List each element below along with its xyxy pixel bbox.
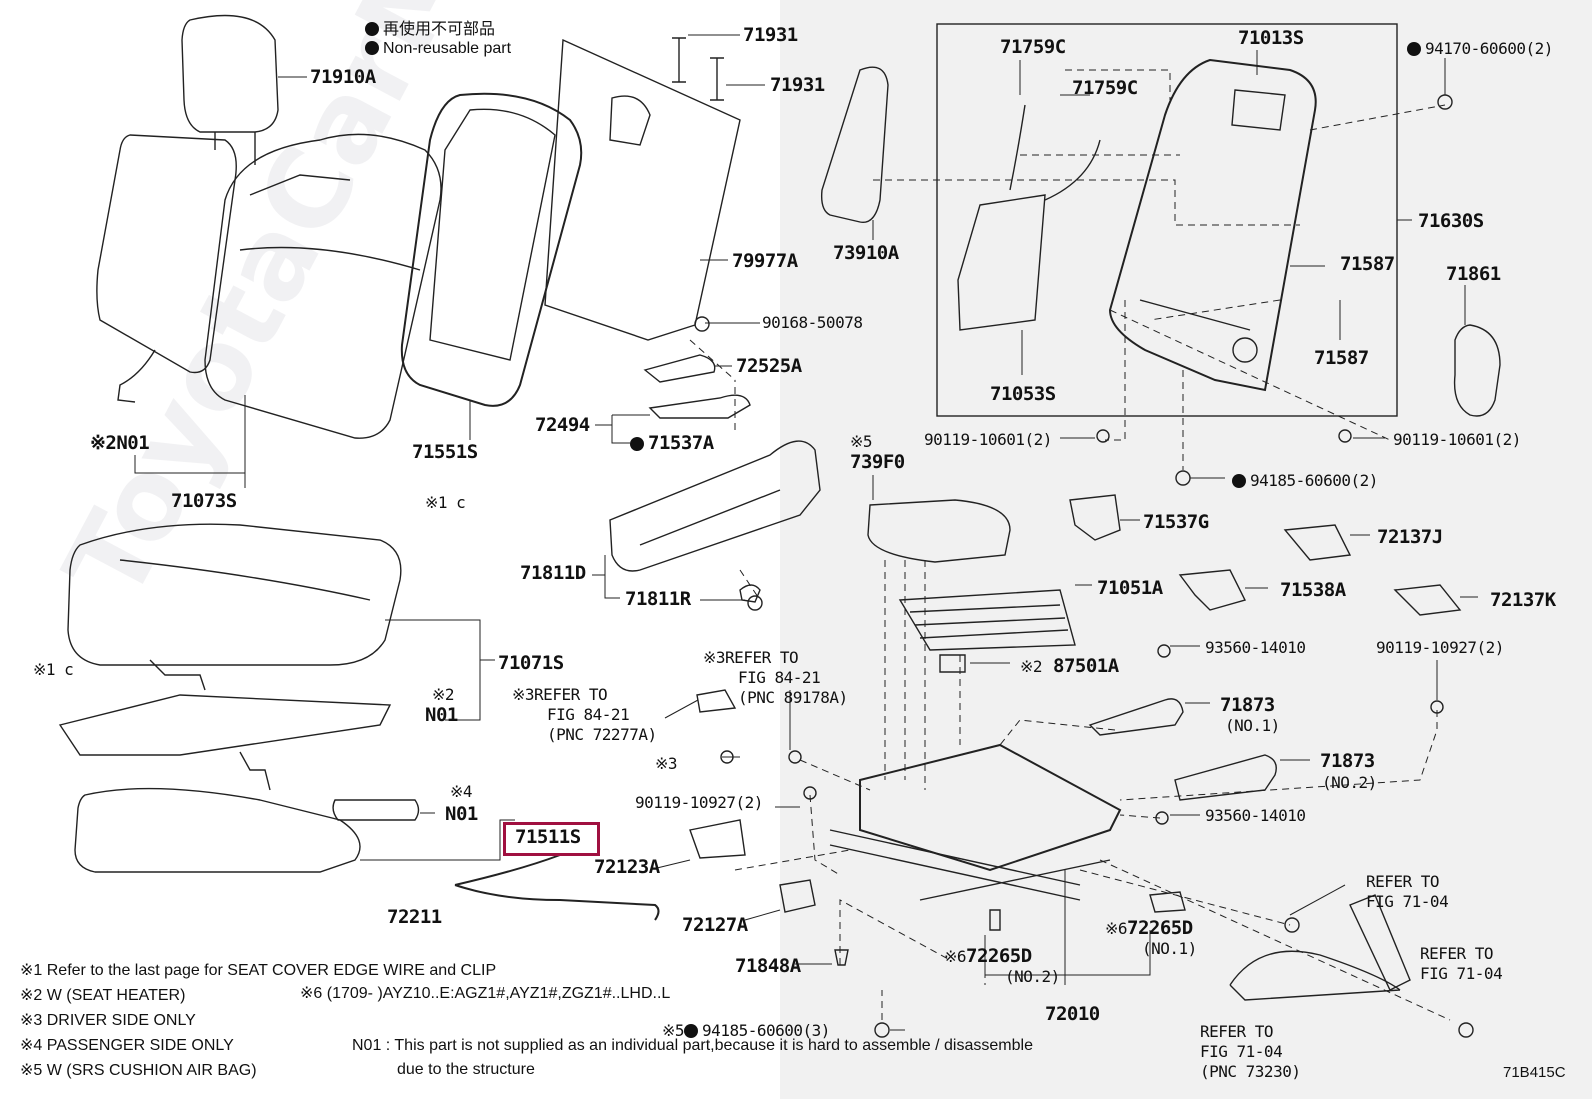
part-label-71848A[interactable]: 71848A xyxy=(735,955,801,977)
part-label-71931-a[interactable]: 71931 xyxy=(743,24,798,46)
part-label-71537A[interactable]: 71537A xyxy=(630,432,714,454)
part-label-739F0[interactable]: 739F0 xyxy=(850,451,905,473)
nonreusable-dot-icon xyxy=(365,22,379,36)
part-label-79977A[interactable]: 79977A xyxy=(732,250,798,272)
legend-english: Non-reusable part xyxy=(365,40,511,58)
part-label-71587-b[interactable]: 71587 xyxy=(1314,347,1369,369)
part-71861-shape xyxy=(1453,324,1501,417)
refer-fig-84-21-a[interactable]: ※3REFER TO FIG 84-21 (PNC 72277A) xyxy=(512,685,657,744)
part-label-72525A[interactable]: 72525A xyxy=(736,355,802,377)
legend-japanese: 再使用不可部品 xyxy=(365,15,495,39)
part-label-71013S[interactable]: 71013S xyxy=(1238,27,1304,49)
note-x1-a: ※1 c xyxy=(425,493,466,512)
part-label-71551S[interactable]: 71551S xyxy=(412,441,478,463)
n01-note: N01 : This part is not supplied as an in… xyxy=(352,1037,1033,1078)
part-label-71873-no1[interactable]: 71873 xyxy=(1220,694,1275,716)
part-label-71759C-a[interactable]: 71759C xyxy=(1000,36,1066,58)
note-x1-b: ※1 c xyxy=(33,660,74,679)
part-label-71630S[interactable]: 71630S xyxy=(1418,210,1484,232)
note-x2-n01: ※2N01 xyxy=(90,432,150,454)
diagram-code: 71B415C xyxy=(1503,1064,1566,1081)
part-label-72137J[interactable]: 72137J xyxy=(1377,526,1443,548)
seatback-trim-shape xyxy=(400,92,583,407)
note-no2-71873: (NO.2) xyxy=(1322,773,1377,792)
note-n01-cushion: N01 xyxy=(425,704,458,726)
part-label-71811R[interactable]: 71811R xyxy=(625,588,691,610)
part-label-71071S[interactable]: 71071S xyxy=(498,652,564,674)
part-label-71931-b[interactable]: 71931 xyxy=(770,74,825,96)
part-label-71537G[interactable]: 71537G xyxy=(1143,511,1209,533)
part-label-71511S[interactable]: 71511S xyxy=(515,826,581,848)
cushion-airbag-shape xyxy=(867,499,1011,563)
headrest-shape xyxy=(181,14,279,133)
part-label-90119-10601-b[interactable]: 90119-10601(2) xyxy=(1393,430,1521,449)
back-pad-shape xyxy=(96,134,237,374)
note-no1-71873: (NO.1) xyxy=(1225,716,1280,735)
highlight-box-71511S xyxy=(503,822,600,856)
part-label-71538A[interactable]: 71538A xyxy=(1280,579,1346,601)
refer-fig-84-21-b[interactable]: ※3REFER TO FIG 84-21 (PNC 89178A) xyxy=(703,648,848,707)
part-label-71053S[interactable]: 71053S xyxy=(990,383,1056,405)
seat-adjuster-shape xyxy=(859,743,1122,872)
part-label-90168-50078[interactable]: 90168-50078 xyxy=(762,313,863,332)
part-label-73910A[interactable]: 73910A xyxy=(833,242,899,264)
part-label-72123A[interactable]: 72123A xyxy=(594,856,660,878)
part-label-71811D[interactable]: 71811D xyxy=(520,562,586,584)
cushion-pad-shape xyxy=(74,787,361,873)
part-label-72137K[interactable]: 72137K xyxy=(1490,589,1556,611)
part-label-72494[interactable]: 72494 xyxy=(535,414,590,436)
part-label-94185-60600-a[interactable]: 94185-60600(2) xyxy=(1232,471,1378,490)
part-label-72127A[interactable]: 72127A xyxy=(682,914,748,936)
part-label-71873-no2[interactable]: 71873 xyxy=(1320,750,1375,772)
wire-shape xyxy=(454,854,660,921)
part-label-72211[interactable]: 72211 xyxy=(387,906,442,928)
side-shield-shape xyxy=(609,440,821,572)
nonreusable-dot-icon xyxy=(1407,42,1421,56)
footnotes: ※1 Refer to the last page for SEAT COVER… xyxy=(20,962,497,1079)
note-x5-a: ※5 xyxy=(850,432,873,451)
note-no2-72265D: (NO.2) xyxy=(1005,967,1060,986)
part-label-72010[interactable]: 72010 xyxy=(1045,1003,1100,1025)
note-x2-b: ※2 xyxy=(432,685,455,704)
part-label-87501A[interactable]: ※2 87501A xyxy=(1020,655,1119,677)
nonreusable-dot-icon xyxy=(365,41,379,55)
part-label-71861[interactable]: 71861 xyxy=(1446,263,1501,285)
part-label-90119-10927-b[interactable]: 90119-10927(2) xyxy=(1376,638,1504,657)
seatback-frame-shape xyxy=(1108,58,1317,392)
seatback-cover-shape xyxy=(204,133,442,439)
part-label-72265D-no2[interactable]: ※672265D xyxy=(944,945,1032,967)
part-label-71051A[interactable]: 71051A xyxy=(1097,577,1163,599)
note-x3-a: ※3 xyxy=(655,754,678,773)
airbag-shape xyxy=(820,66,889,224)
nonreusable-dot-icon xyxy=(1232,474,1246,488)
part-label-93560-14010-a[interactable]: 93560-14010 xyxy=(1205,638,1306,657)
part-label-72265D-no1[interactable]: ※672265D xyxy=(1105,917,1193,939)
part-label-71073S[interactable]: 71073S xyxy=(171,490,237,512)
note-n01-sensor: N01 xyxy=(445,803,478,825)
footnote-6: ※6 (1709- )AYZ10..E:AGZ1#,AYZ1#,ZGZ1#..L… xyxy=(300,985,671,1002)
part-label-90119-10927-a[interactable]: 90119-10927(2) xyxy=(635,793,763,812)
part-label-90119-10601-a[interactable]: 90119-10601(2) xyxy=(924,430,1052,449)
part-label-71759C-b[interactable]: 71759C xyxy=(1072,77,1138,99)
refer-fig-71-04-c[interactable]: REFER TO FIG 71-04 (PNC 73230) xyxy=(1200,1022,1301,1081)
refer-fig-71-04-a[interactable]: REFER TO FIG 71-04 xyxy=(1366,872,1449,911)
nonreusable-dot-icon xyxy=(630,437,644,451)
cushion-cover-shape xyxy=(67,523,402,666)
part-label-94170-60600[interactable]: 94170-60600(2) xyxy=(1407,39,1553,58)
part-label-71910A[interactable]: 71910A xyxy=(310,66,376,88)
refer-fig-71-04-b[interactable]: REFER TO FIG 71-04 xyxy=(1420,944,1503,983)
back-board-shape xyxy=(544,38,741,341)
nonreusable-dot-icon xyxy=(684,1024,699,1038)
part-label-93560-14010-b[interactable]: 93560-14010 xyxy=(1205,806,1306,825)
heater-mat-shape xyxy=(58,694,392,756)
part-label-71587-a[interactable]: 71587 xyxy=(1340,253,1395,275)
note-x4: ※4 xyxy=(450,782,473,801)
note-no1-72265D: (NO.1) xyxy=(1142,939,1197,958)
